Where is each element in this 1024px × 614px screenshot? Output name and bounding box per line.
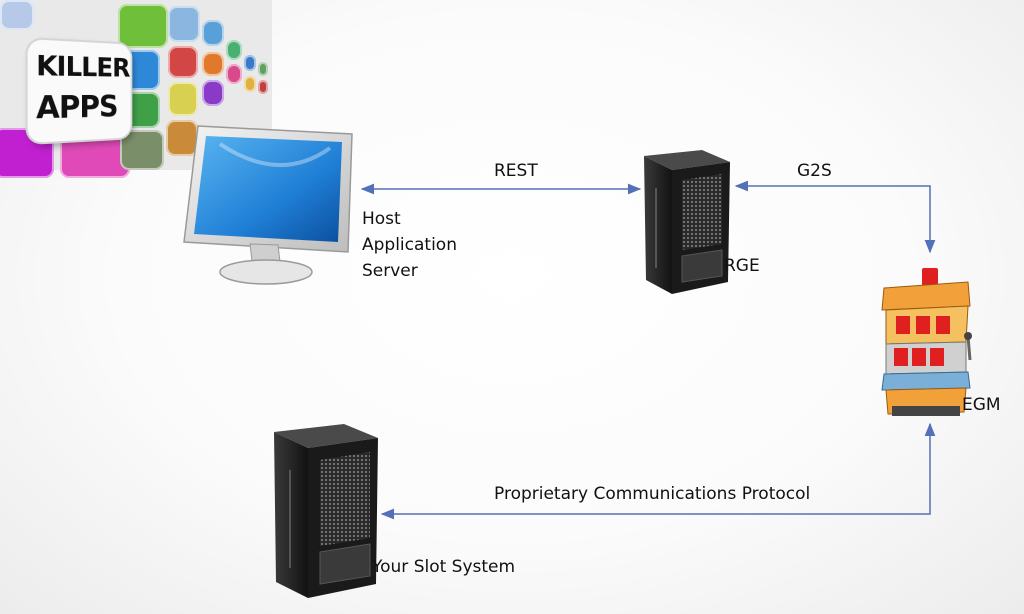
host-label: Host Application Server [362,209,457,281]
killer-apps-banner: KILLER APPS [0,0,272,178]
rge-label: RGE [724,256,760,276]
rest-label: REST [494,161,538,181]
monitor-icon [183,125,353,285]
proprietary-arrow [380,422,936,520]
g2s-label: G2S [797,161,832,181]
egm-label: EGM [962,395,1001,415]
rge-server-icon [644,150,730,294]
g2s-arrow [734,180,936,254]
slot-system-label: Your Slot System [372,557,516,577]
slot-system-server-icon [274,424,378,598]
slot-machine-icon [881,268,972,416]
proprietary-label: Proprietary Communications Protocol [494,484,811,504]
